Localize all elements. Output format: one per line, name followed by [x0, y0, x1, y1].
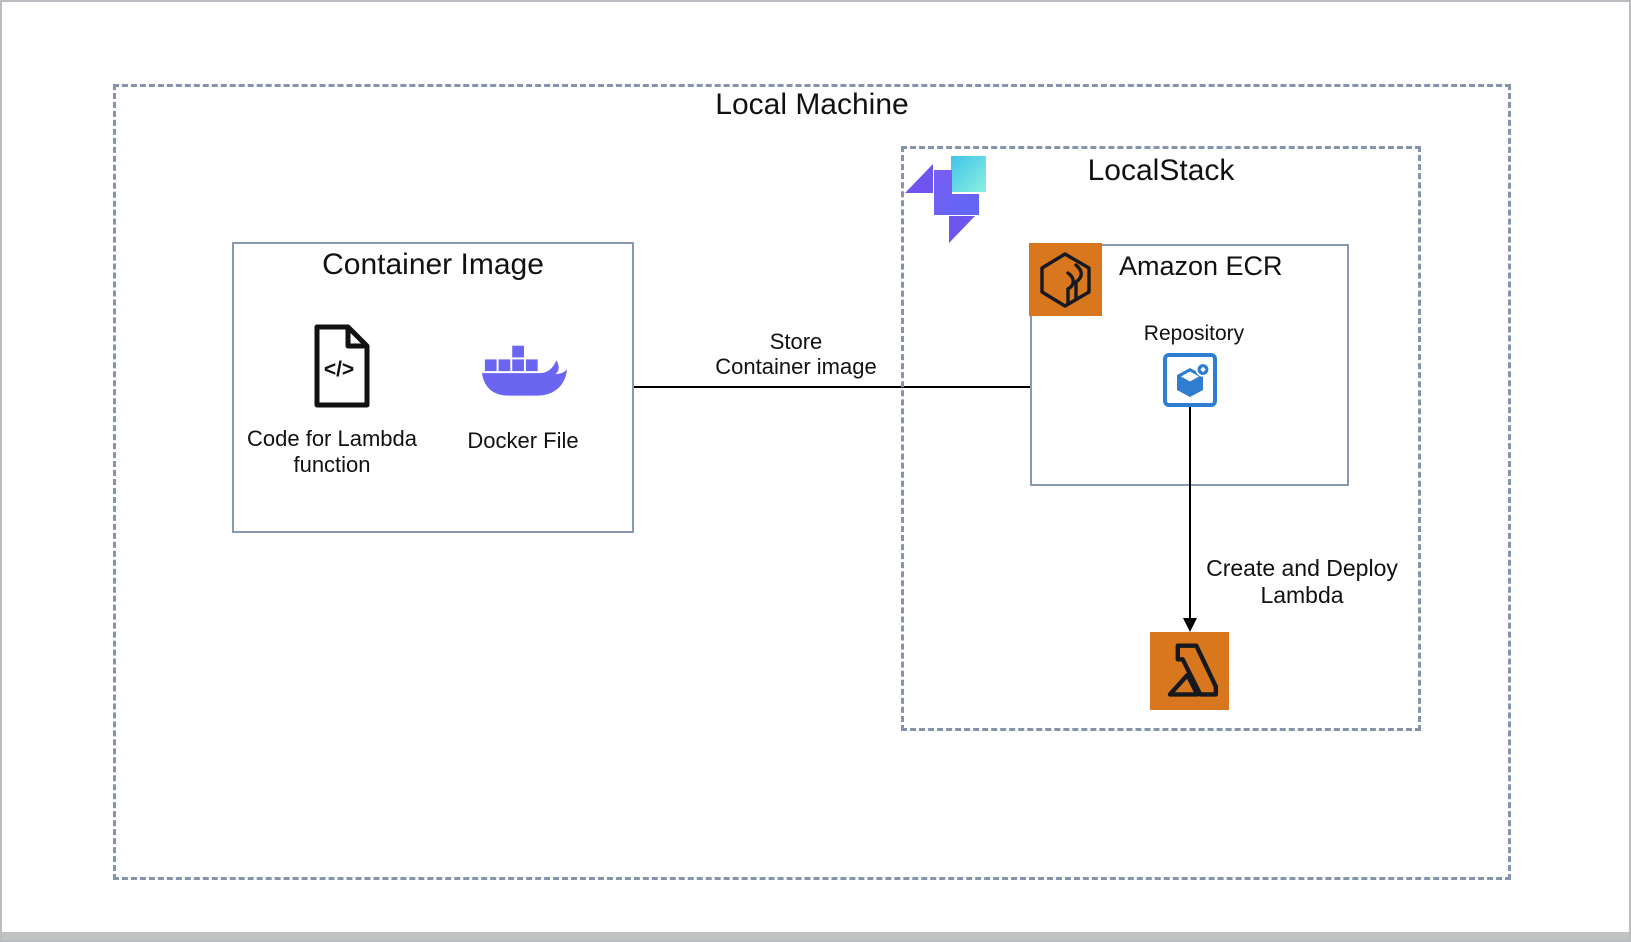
repository-label: Repository — [1143, 322, 1245, 345]
local-machine-title: Local Machine — [715, 88, 909, 121]
local-machine-box — [113, 84, 1511, 880]
horizontal-scrollbar[interactable] — [2, 932, 1629, 940]
container-image-box — [232, 242, 634, 533]
code-file-icon: </> — [314, 324, 370, 408]
localstack-logo — [905, 156, 986, 243]
container-image-title: Container Image — [322, 248, 544, 281]
code-file-label: Code for Lambda function — [247, 426, 417, 477]
amazon-ecr-icon — [1029, 243, 1102, 316]
localstack-box — [901, 146, 1421, 731]
ecr-repository-icon — [1163, 353, 1217, 407]
docker-icon — [481, 345, 567, 396]
aws-lambda-icon — [1150, 632, 1229, 710]
docker-file-label: Docker File — [467, 428, 579, 453]
amazon-ecr-title: Amazon ECR — [1119, 251, 1283, 281]
svg-text:</>: </> — [324, 358, 354, 381]
deploy-arrow-label: Create and Deploy Lambda — [1206, 555, 1398, 608]
store-arrow-label: Store Container image — [715, 329, 877, 379]
localstack-title: LocalStack — [1087, 154, 1235, 187]
deploy-arrow — [1183, 407, 1197, 632]
